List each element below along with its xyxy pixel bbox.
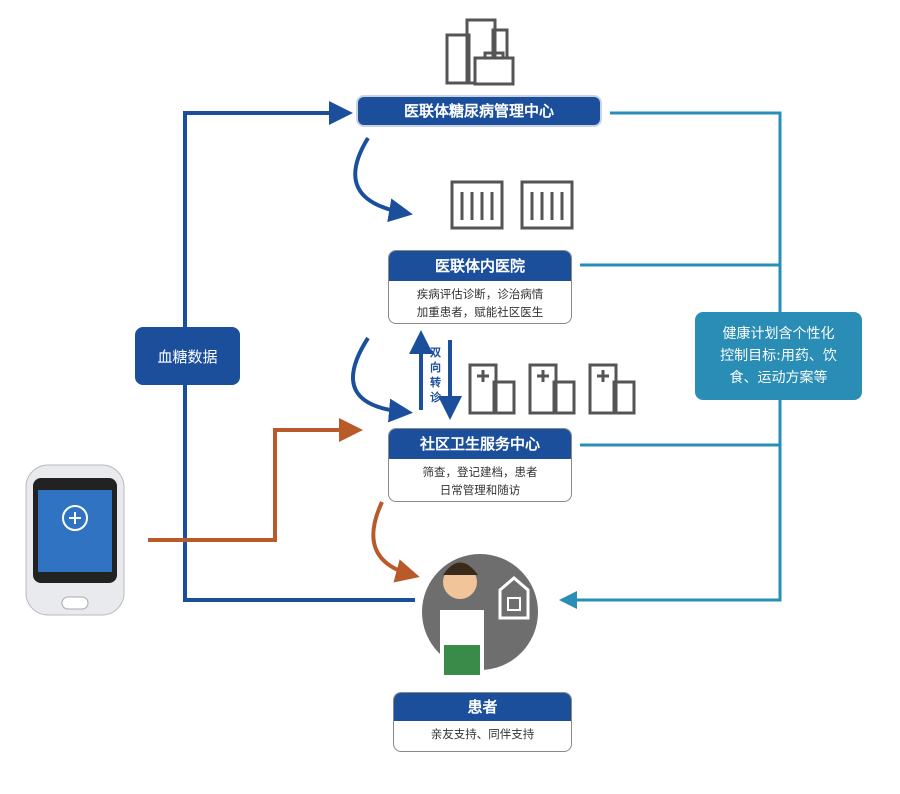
community-to-patient-arrow <box>371 501 420 583</box>
center-to-hospital-arrow <box>353 136 413 223</box>
community-desc-1: 筛查，登记建档，患者 <box>422 465 538 479</box>
hospital-to-community-arrow <box>351 336 413 423</box>
community-card: 社区卫生服务中心 筛查，登记建档，患者日常管理和随访 <box>388 428 572 502</box>
hospital-desc-2: 加重患者，赋能社区医生 <box>416 305 544 319</box>
diabetes-management-center: 医联体糖尿病管理中心 <box>358 97 600 125</box>
hospital-card: 医联体内医院 疾病评估诊断，诊治病情加重患者，赋能社区医生 <box>388 250 572 324</box>
health-plan-line3: 食、运动方案等 <box>729 370 828 386</box>
hospital-title: 医联体内医院 <box>389 251 571 281</box>
health-plan-line2: 控制目标:用药、饮 <box>720 348 837 364</box>
hospital-buildings-icon <box>450 180 574 230</box>
community-desc-2: 日常管理和随访 <box>439 483 521 497</box>
blood-glucose-box: 血糖数据 <box>135 327 240 385</box>
office-buildings-icon <box>445 18 515 86</box>
community-clinics-icon <box>468 363 636 415</box>
health-plan-line1: 健康计划含个性化 <box>722 326 835 342</box>
community-title: 社区卫生服务中心 <box>389 429 571 459</box>
patient-title: 患者 <box>394 693 571 721</box>
patient-illustration <box>422 554 538 675</box>
patient-card: 患者 亲友支持、同伴支持 <box>393 692 572 752</box>
glucose-meter-device <box>25 464 125 616</box>
health-plan-box: 健康计划含个性化 控制目标:用药、饮 食、运动方案等 <box>695 312 862 400</box>
patient-desc: 亲友支持、同伴支持 <box>430 727 535 741</box>
hospital-desc-1: 疾病评估诊断，诊治病情 <box>416 287 544 301</box>
referral-label: 双向转诊 <box>430 346 441 404</box>
device-data-line <box>148 418 363 542</box>
